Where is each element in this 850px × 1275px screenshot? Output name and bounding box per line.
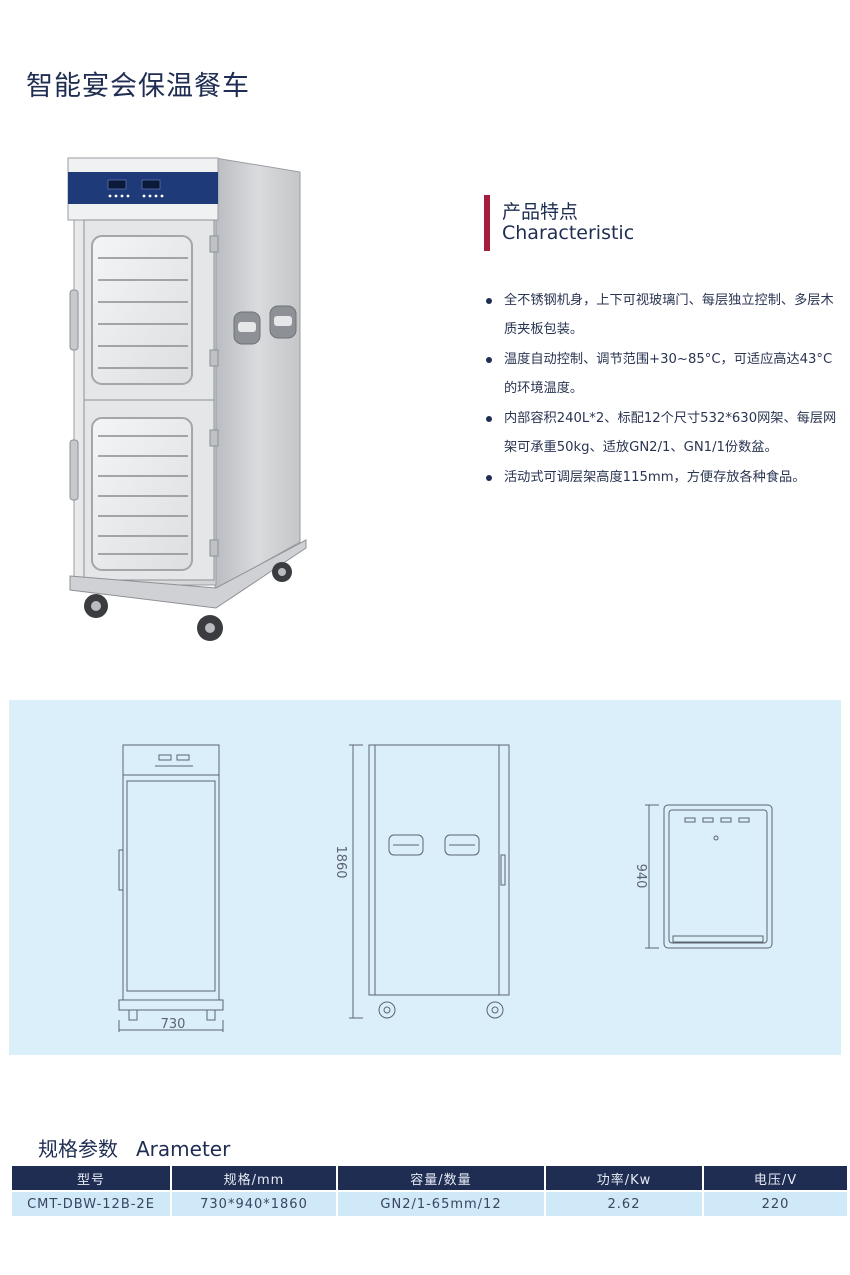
spec-title-en: Arameter — [136, 1137, 231, 1161]
cell-power: 2.62 — [546, 1192, 702, 1216]
feature-item: 活动式可调层架高度115mm，方便存放各种食品。 — [484, 464, 844, 493]
feature-item: 温度自动控制、调节范围+30~85°C，可适应高达43°C的环境温度。 — [484, 346, 844, 403]
feature-text: 全不锈钢机身，上下可视玻璃门、每层独立控制、多层木质夹板包装。 — [504, 293, 834, 337]
dimension-drawings: 730 1860 940 — [118, 744, 773, 1032]
table-header-row: 型号 规格/mm 容量/数量 功率/Kw 电压/V — [12, 1166, 847, 1190]
characteristic-title-en: Characteristic — [502, 222, 635, 244]
top-view-drawing — [645, 804, 773, 949]
feature-text: 活动式可调层架高度115mm，方便存放各种食品。 — [504, 470, 806, 485]
bullet-icon — [486, 475, 492, 481]
feature-text: 内部容积240L*2、标配12个尺寸532*630网架、每层网架可承重50kg、… — [504, 411, 837, 455]
cell-capacity: GN2/1-65mm/12 — [338, 1192, 544, 1216]
product-photo — [67, 157, 307, 641]
front-view-drawing — [118, 744, 224, 1032]
spec-title: 规格参数 Arameter — [38, 1133, 230, 1162]
feature-list: 全不锈钢机身，上下可视玻璃门、每层独立控制、多层木质夹板包装。 温度自动控制、调… — [484, 287, 844, 495]
height-label: 1860 — [333, 845, 348, 878]
bullet-icon — [486, 416, 492, 422]
width-label: 730 — [161, 1017, 186, 1032]
header-voltage: 电压/V — [704, 1166, 847, 1190]
table-row: CMT-DBW-12B-2E 730*940*1860 GN2/1-65mm/1… — [12, 1192, 847, 1216]
side-view-drawing — [349, 744, 510, 1019]
cell-model: CMT-DBW-12B-2E — [12, 1192, 170, 1216]
header-size: 规格/mm — [172, 1166, 336, 1190]
dimension-drawings-panel: 730 1860 940 — [9, 700, 841, 1055]
feature-text: 温度自动控制、调节范围+30~85°C，可适应高达43°C的环境温度。 — [504, 352, 833, 396]
bullet-icon — [486, 298, 492, 304]
feature-item: 全不锈钢机身，上下可视玻璃门、每层独立控制、多层木质夹板包装。 — [484, 287, 844, 344]
characteristic-title-cn: 产品特点 — [502, 201, 579, 223]
accent-bar — [484, 195, 490, 251]
spec-table: 型号 规格/mm 容量/数量 功率/Kw 电压/V CMT-DBW-12B-2E… — [10, 1164, 849, 1218]
bullet-icon — [486, 357, 492, 363]
depth-label: 940 — [633, 864, 648, 889]
page-title: 智能宴会保温餐车 — [26, 71, 250, 102]
cell-voltage: 220 — [704, 1192, 847, 1216]
header-capacity: 容量/数量 — [338, 1166, 544, 1190]
header-power: 功率/Kw — [546, 1166, 702, 1190]
cell-size: 730*940*1860 — [172, 1192, 336, 1216]
header-model: 型号 — [12, 1166, 170, 1190]
feature-item: 内部容积240L*2、标配12个尺寸532*630网架、每层网架可承重50kg、… — [484, 405, 844, 462]
spec-title-cn: 规格参数 — [38, 1137, 118, 1161]
